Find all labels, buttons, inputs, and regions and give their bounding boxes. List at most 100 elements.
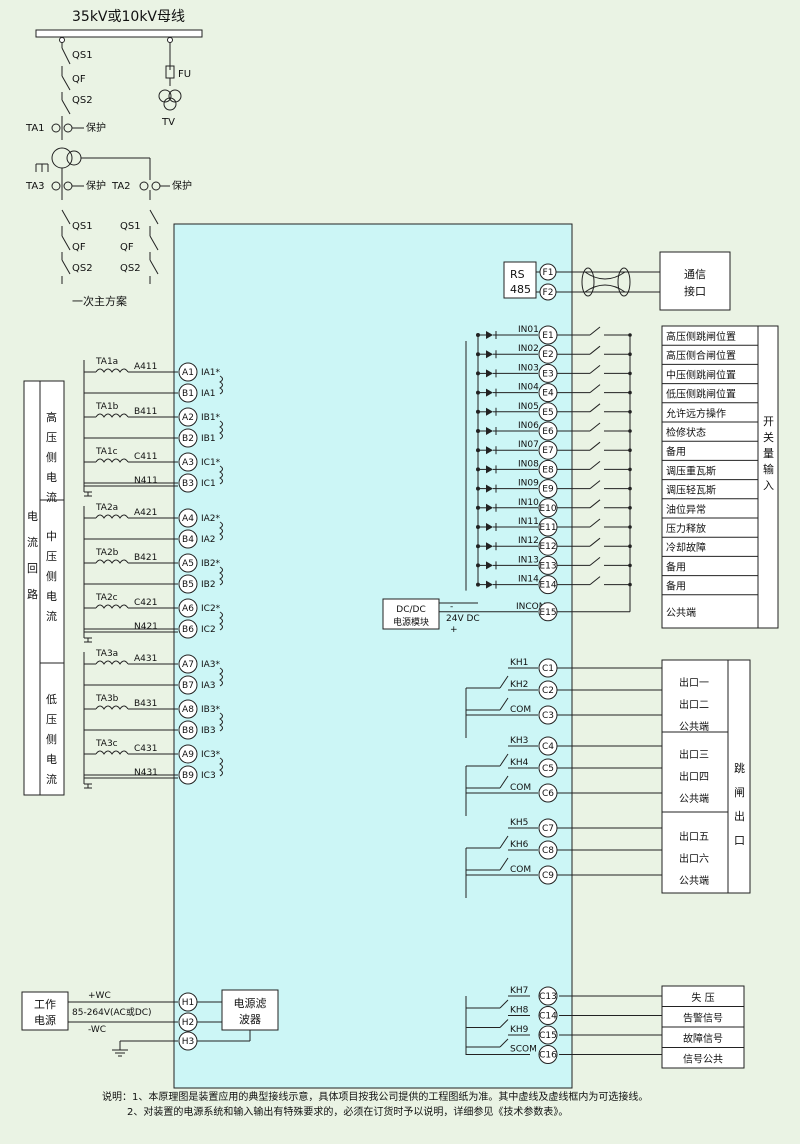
diode-icon — [486, 484, 493, 493]
svg-text:A4: A4 — [182, 514, 194, 524]
bus-title: 35kV或10kV母线 — [72, 9, 185, 25]
filter-label-2: 波器 — [239, 1013, 261, 1026]
wire-label: A421 — [134, 508, 157, 518]
group-label-char: 压 — [46, 713, 57, 726]
group-label-char: 电 — [46, 753, 57, 766]
dcdc-module: DC/DC 电源模块 24V DC - + — [382, 598, 480, 635]
input-label: IN10 — [518, 498, 539, 508]
group-label-char: 电 — [46, 590, 57, 603]
svg-text:C6: C6 — [542, 789, 554, 799]
wire-label: C421 — [134, 598, 157, 608]
terminal-c6: C6 — [538, 783, 558, 803]
input-label: IN08 — [518, 459, 539, 469]
trip-function-label: 公共端 — [679, 792, 709, 805]
terminal-b6: B6 — [178, 619, 198, 639]
rs-label: RS — [510, 268, 525, 281]
terminal-c9: C9 — [538, 865, 558, 885]
ta-label: TA2c — [95, 593, 118, 603]
ta2-protect-label: 保护 — [172, 179, 192, 192]
input-function-label: 低压侧跳闸位置 — [666, 388, 736, 401]
group-label-char: 侧 — [46, 570, 57, 583]
terminal-e3: E3 — [538, 363, 558, 383]
input-label: IN04 — [518, 383, 539, 393]
ct-coil-icon — [95, 368, 129, 373]
group-label-char: 流 — [46, 609, 57, 623]
svg-text:H3: H3 — [182, 1037, 195, 1047]
ta2-label: TA2 — [111, 181, 131, 192]
input-label-table — [661, 325, 779, 629]
svg-text:H2: H2 — [182, 1018, 195, 1028]
group-label-char: 中 — [46, 530, 57, 543]
input-label: IN03 — [518, 363, 539, 373]
diode-icon — [486, 388, 493, 397]
svg-text:E8: E8 — [542, 465, 554, 475]
input-side-label-char: 开 — [763, 415, 774, 428]
rs485-label: 485 — [510, 283, 531, 296]
ta-label: TA1b — [95, 402, 119, 412]
trip-function-label: 出口四 — [679, 770, 709, 783]
signal-function-label: 告警信号 — [683, 1012, 723, 1025]
ct-coil-icon — [95, 750, 129, 755]
input-common-label: 公共端 — [666, 606, 696, 619]
trip-label-table — [661, 659, 751, 894]
ta-label: TA1c — [95, 447, 118, 457]
comm-section: RS 485 F1 F2 通信 接口 — [503, 251, 731, 311]
incom-label: INCOM — [516, 602, 547, 612]
svg-text:B8: B8 — [182, 726, 194, 736]
terminal-c16: C16 — [538, 1045, 558, 1064]
input-function-label: 油位异常 — [666, 503, 706, 516]
terminal-a7: A7 — [178, 654, 198, 674]
terminal-e6: E6 — [538, 421, 558, 441]
scom-label: SCOM — [510, 1045, 537, 1055]
tv-icon — [158, 89, 172, 103]
trip-function-label: 出口一 — [679, 676, 709, 689]
svg-text:A7: A7 — [182, 660, 194, 670]
svg-text:F2: F2 — [543, 288, 554, 298]
primary-scheme: 35kV或10kV母线 QS1 QF QS2 TA1 保护 TA3 保护 TA2… — [25, 9, 203, 308]
note-1: 说明：1、本原理图是装置应用的典型接线示意，具体项目按我公司提供的工程图纸为准。… — [102, 1090, 648, 1103]
coil-label: IB3* — [201, 705, 221, 715]
busbar — [35, 29, 203, 38]
terminal-c7: C7 — [538, 818, 558, 838]
diode-icon — [486, 369, 493, 378]
power-section: 工作 电源 +WC 85-264V(AC或DC) -WC H1 H2 H3 电源… — [21, 989, 279, 1057]
input-label: IN14 — [518, 575, 539, 585]
input-side-label-char: 输 — [763, 462, 774, 476]
terminal-b5: B5 — [178, 574, 198, 594]
input-label: IN02 — [518, 344, 539, 354]
ct-coil-icon — [95, 559, 129, 564]
terminal-c3: C3 — [538, 705, 558, 725]
svg-text:B6: B6 — [182, 625, 194, 635]
wire-label: C431 — [134, 744, 157, 754]
terminal-c4: C4 — [538, 736, 558, 756]
trip-side-label-char: 出 — [734, 809, 745, 823]
terminal-e15: E15 — [538, 602, 558, 622]
input-function-label: 调压重瓦斯 — [666, 464, 716, 477]
group-label-char: 压 — [46, 550, 57, 563]
diode-icon — [486, 561, 493, 570]
wire-label: C411 — [134, 452, 157, 462]
coil-label: IC3 — [201, 771, 216, 781]
ta-label: TA2a — [95, 503, 118, 513]
diode-icon — [486, 503, 493, 512]
svg-text:C1: C1 — [542, 664, 554, 674]
terminal-c13: C13 — [538, 986, 558, 1006]
diode-icon — [486, 465, 493, 474]
wire-label: A431 — [134, 654, 157, 664]
input-function-label: 备用 — [666, 560, 686, 573]
coil-label: IC2 — [201, 625, 216, 635]
coil-label: IC2* — [201, 604, 221, 614]
neutral-label: N421 — [134, 622, 158, 632]
wire-label: B411 — [134, 407, 157, 417]
input-label: IN06 — [518, 421, 539, 431]
